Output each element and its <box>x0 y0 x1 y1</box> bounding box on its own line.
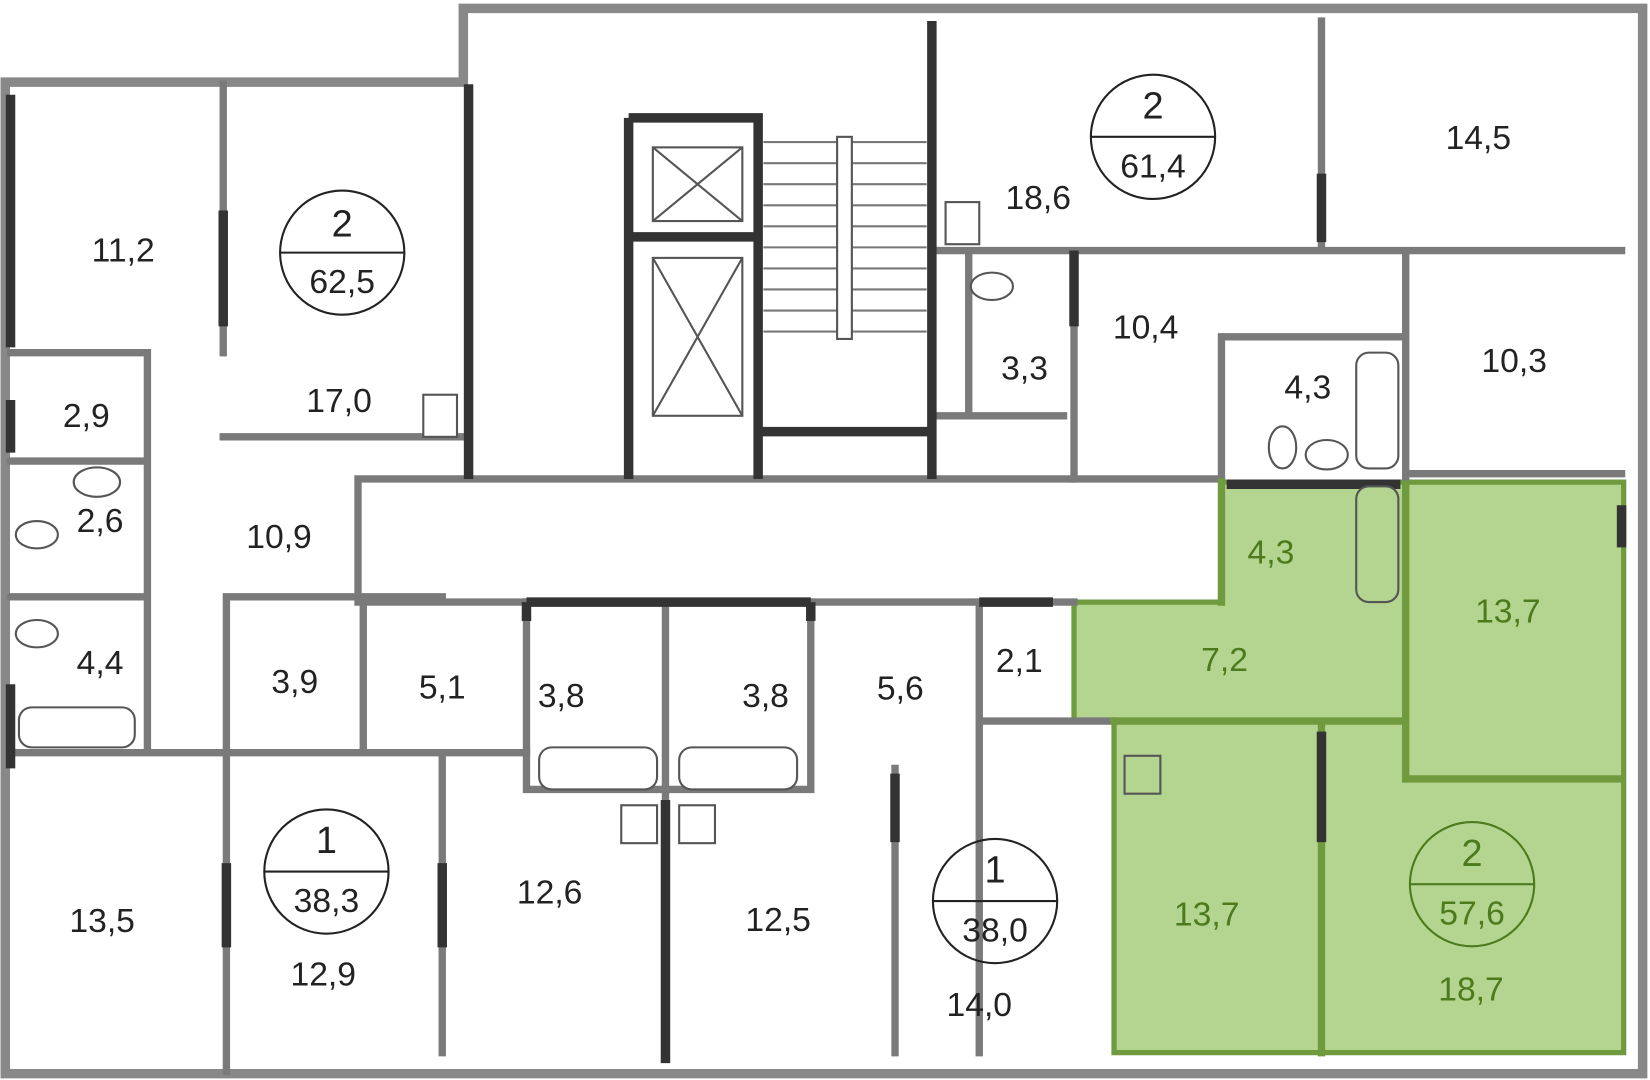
apartment-badge[interactable]: 1 38,0 <box>931 837 1059 965</box>
apartment-badge[interactable]: 2 62,5 <box>279 189 406 316</box>
apartment-area: 57,6 <box>1439 896 1505 933</box>
room-area: 2,1 <box>996 643 1043 680</box>
room-area: 3,8 <box>538 678 585 715</box>
room-area: 5,6 <box>877 670 924 707</box>
room-area: 3,9 <box>271 664 318 701</box>
room-area: 4,4 <box>77 645 124 682</box>
room-area: 14,0 <box>946 987 1012 1024</box>
highlighted-room-area: 18,7 <box>1438 971 1504 1008</box>
room-area: 2,9 <box>63 398 110 435</box>
room-area: 3,8 <box>742 678 789 715</box>
room-area: 14,5 <box>1446 120 1512 157</box>
apartment-area: 38,0 <box>962 913 1028 950</box>
room-area: 10,9 <box>246 519 312 556</box>
room-area: 12,5 <box>745 902 811 939</box>
room-area: 10,4 <box>1113 309 1179 346</box>
room-area: 18,6 <box>1005 180 1071 217</box>
apartment-area: 38,3 <box>294 883 360 920</box>
apartment-rooms: 1 <box>985 850 1006 892</box>
room-area: 17,0 <box>306 383 372 420</box>
apartment-area: 62,5 <box>309 264 375 301</box>
highlighted-room-area: 13,7 <box>1475 594 1541 631</box>
room-areas: 11,2 17,0 2,9 2,6 10,9 4,4 3,9 5,1 3,8 3… <box>63 120 1547 1024</box>
apartment-rooms: 1 <box>316 820 337 862</box>
room-area: 2,6 <box>77 503 124 540</box>
room-area: 5,1 <box>419 669 466 706</box>
apartment-badge[interactable]: 1 38,3 <box>263 808 390 935</box>
room-area: 4,3 <box>1284 369 1331 406</box>
apartment-rooms: 2 <box>1142 85 1163 127</box>
room-area: 10,3 <box>1481 343 1547 380</box>
apartment-badge-highlighted[interactable]: 2 57,6 <box>1408 821 1536 948</box>
room-area: 12,9 <box>290 957 356 994</box>
highlighted-room-area: 13,7 <box>1174 897 1240 934</box>
room-area: 3,3 <box>1001 350 1048 387</box>
room-area: 12,6 <box>517 875 583 912</box>
room-area: 13,5 <box>69 903 135 940</box>
bath-fixtures <box>14 201 1400 845</box>
interior-walls <box>5 17 1627 1076</box>
room-area: 11,2 <box>92 233 155 270</box>
apartment-badge[interactable]: 2 61,4 <box>1089 73 1217 200</box>
highlighted-room-area: 7,2 <box>1201 642 1248 679</box>
apartment-area: 61,4 <box>1120 148 1186 185</box>
apartment-rooms: 2 <box>1462 833 1483 875</box>
stair-elevators <box>651 135 927 417</box>
highlighted-room-area: 4,3 <box>1248 535 1295 572</box>
apartment-rooms: 2 <box>332 203 353 245</box>
